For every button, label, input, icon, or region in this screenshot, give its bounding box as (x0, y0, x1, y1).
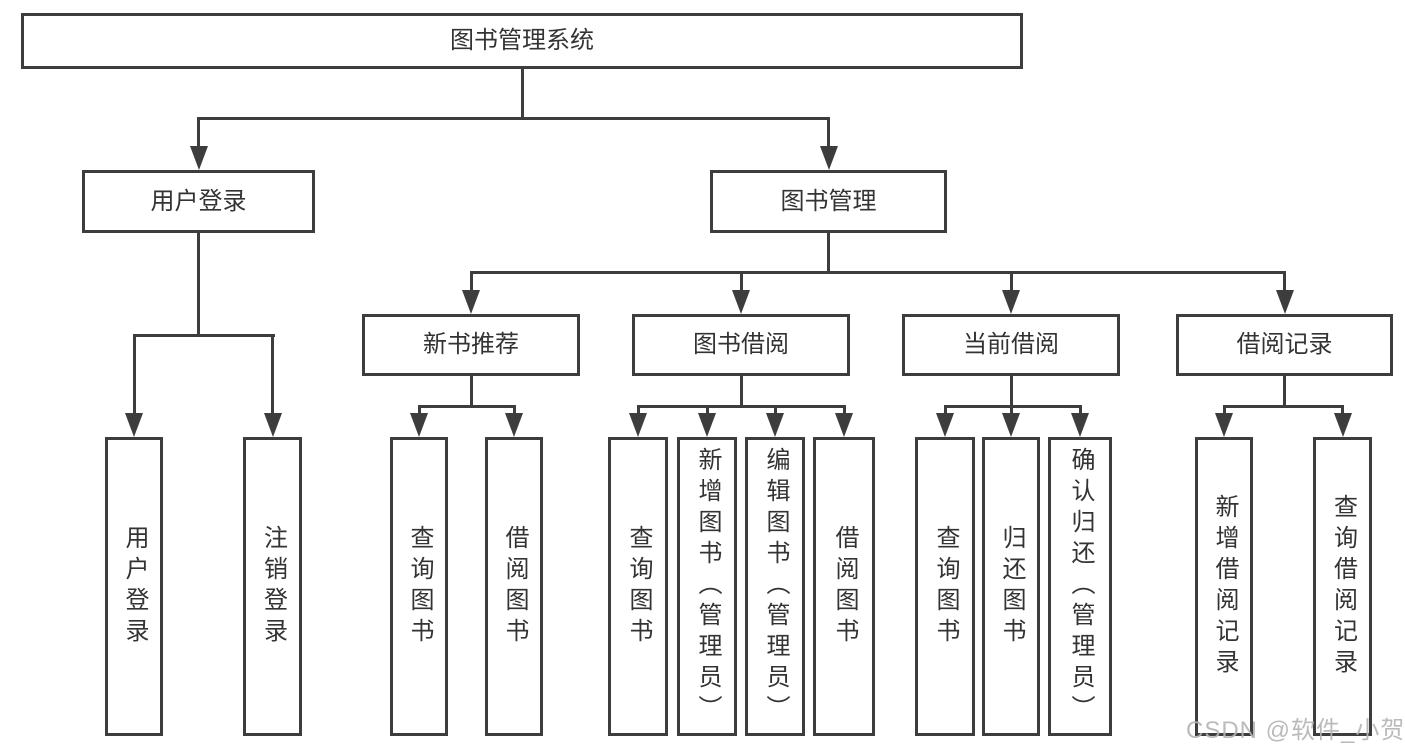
connector (773, 404, 777, 419)
leaf-user-login: 用户登录 (105, 437, 163, 736)
connector (943, 404, 947, 419)
node-root: 图书管理系统 (21, 13, 1023, 69)
leaf-newrec-borrow-books-label: 借阅图书 (501, 524, 528, 649)
node-book-borrowing: 图书借阅 (632, 314, 850, 376)
leaf-current-return-books-label: 归还图书 (998, 524, 1025, 649)
leaf-borrow-query-books: 查询图书 (608, 437, 668, 736)
arrowhead-down (1002, 413, 1020, 437)
arrowhead-down (835, 413, 853, 437)
arrowhead-down (698, 413, 716, 437)
leaf-borrow-edit-books-admin-label: 编辑图书（管理员） (762, 447, 789, 726)
arrowhead-down (1275, 290, 1294, 314)
connector (1222, 404, 1226, 419)
connector (520, 69, 524, 118)
arrowhead-down (819, 146, 838, 170)
connector (1222, 404, 1344, 408)
arrowhead-down (1002, 290, 1020, 314)
connector (842, 404, 846, 419)
leaf-newrec-borrow-books: 借阅图书 (485, 437, 543, 736)
leaf-user-login-label: 用户登录 (121, 524, 148, 649)
node-user-login: 用户登录 (82, 170, 315, 233)
arrowhead-down (766, 413, 784, 437)
node-borrowing-records: 借阅记录 (1176, 314, 1393, 376)
node-book-management-label: 图书管理 (780, 187, 877, 215)
connector (197, 233, 200, 336)
leaf-current-return-books: 归还图书 (982, 437, 1040, 736)
connector (943, 404, 1082, 408)
connector (1009, 376, 1013, 407)
arrowhead-down (936, 413, 954, 437)
connector (417, 404, 421, 419)
leaf-borrow-edit-books-admin: 编辑图书（管理员） (745, 437, 805, 736)
leaf-current-confirm-return-admin-label: 确认归还（管理员） (1067, 447, 1094, 726)
node-new-book-recommend: 新书推荐 (362, 314, 580, 376)
connector (827, 116, 830, 150)
arrowhead-down (505, 413, 523, 437)
connector (469, 376, 473, 407)
arrowhead-down (263, 413, 282, 437)
leaf-borrow-borrow-books: 借阅图书 (813, 437, 875, 736)
leaf-records-add-record: 新增借阅记录 (1195, 437, 1253, 736)
node-book-management: 图书管理 (710, 170, 947, 233)
node-new-book-recommend-label: 新书推荐 (423, 331, 519, 358)
connector (512, 404, 516, 419)
connector (636, 404, 846, 408)
arrowhead-down (410, 413, 428, 437)
arrowhead-down (1071, 413, 1089, 437)
leaf-borrow-add-books-admin-label: 新增图书（管理员） (694, 447, 721, 726)
node-root-label: 图书管理系统 (450, 27, 594, 54)
leaf-current-confirm-return-admin: 确认归还（管理员） (1048, 437, 1112, 736)
connector (1009, 270, 1013, 295)
connector (739, 270, 743, 295)
connector (469, 270, 1286, 274)
connector (636, 404, 640, 419)
connector (1078, 404, 1082, 419)
connector (739, 376, 743, 407)
leaf-borrow-add-books-admin: 新增图书（管理员） (677, 437, 737, 736)
leaf-records-query-record: 查询借阅记录 (1313, 437, 1372, 736)
connector (271, 333, 274, 417)
connector (197, 116, 200, 150)
connector (1283, 270, 1286, 295)
leaf-records-query-record-label: 查询借阅记录 (1329, 493, 1357, 680)
leaf-records-add-record-label: 新增借阅记录 (1211, 493, 1238, 680)
node-borrowing-records-label: 借阅记录 (1236, 331, 1333, 358)
leaf-logout: 注销登录 (243, 437, 302, 736)
connector (1341, 404, 1344, 419)
leaf-borrow-query-books-label: 查询图书 (625, 524, 652, 649)
leaf-newrec-query-books: 查询图书 (390, 437, 448, 736)
node-current-borrowing: 当前借阅 (902, 314, 1120, 376)
leaf-current-query-books-label: 查询图书 (932, 524, 959, 649)
arrowhead-down (189, 146, 208, 170)
connector (827, 233, 830, 273)
connector (1283, 376, 1286, 407)
leaf-logout-label: 注销登录 (259, 524, 287, 649)
node-user-login-label: 用户登录 (150, 187, 247, 215)
leaf-borrow-borrow-books-label: 借阅图书 (831, 524, 858, 649)
connector (132, 333, 136, 417)
leaf-newrec-query-books-label: 查询图书 (406, 524, 433, 649)
arrowhead-down (462, 290, 480, 314)
node-book-borrowing-label: 图书借阅 (693, 331, 789, 358)
connector (1009, 404, 1013, 419)
arrowhead-down (732, 290, 750, 314)
connector (705, 404, 709, 419)
connector (132, 333, 275, 337)
leaf-current-query-books: 查询图书 (915, 437, 975, 736)
arrowhead-down (1333, 413, 1352, 437)
connector (417, 404, 516, 408)
node-current-borrowing-label: 当前借阅 (963, 331, 1059, 358)
connector (197, 116, 830, 120)
arrowhead-down (125, 413, 143, 437)
watermark: CSDN @软件_小贺同学 (1186, 717, 1405, 744)
arrowhead-down (1215, 413, 1233, 437)
connector (469, 270, 473, 295)
arrowhead-down (629, 413, 647, 437)
